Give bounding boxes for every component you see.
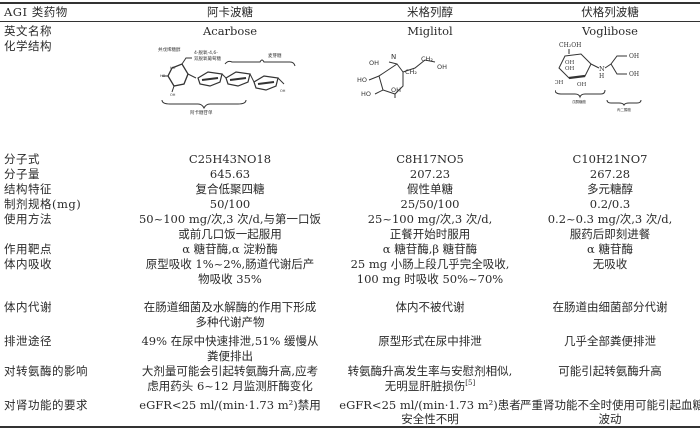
row-label-absorption: 体内吸收 [4, 257, 52, 271]
row-label-chemical-structure: 化学结构 [4, 39, 52, 53]
cell-acarbose-absorption-line2: 物吸收 35% [198, 272, 262, 286]
cell-voglibose-english: Voglibose [582, 24, 638, 38]
cell-voglibose-renal-line2: 波动 [598, 412, 622, 426]
cell-acarbose-transaminase-line1: 大剂量可能会引起转氨酶升高,应考 [141, 364, 319, 378]
cell-acarbose-usage-line1: 50~100 mg/次,3 次/d,与第一口饭 [138, 212, 322, 226]
header-label: AGI 类药物 [4, 5, 68, 19]
svg-text:4-脱氧-4,6-: 4-脱氧-4,6- [194, 49, 218, 56]
svg-text:麦芽糖: 麦芽糖 [268, 52, 282, 59]
cell-miglitol-dosage: 25/50/100 [400, 197, 460, 211]
svg-text:戊酮糖胺: 戊酮糖胺 [572, 99, 586, 104]
svg-text:OH: OH [565, 60, 575, 66]
svg-text:HO: HO [160, 74, 166, 78]
row-label-renal-requirement: 对肾功能的要求 [4, 398, 88, 412]
svg-text:CH₂: CH₂ [405, 68, 417, 76]
cell-acarbose-transaminase-line2: 虑用药头 6~12 月监测肝酶变化 [147, 379, 313, 393]
cell-miglitol-target: α 糖苷酶,β 糖苷酶 [382, 242, 478, 256]
row-label-target: 作用靶点 [4, 242, 52, 256]
cell-acarbose-english: Acarbose [202, 24, 258, 38]
svg-text:OH: OH [369, 59, 379, 67]
citation-reference: [5] [465, 379, 476, 388]
row-label-structural-feature: 结构特征 [4, 182, 52, 196]
svg-text:OH: OH [391, 86, 401, 94]
cell-acarbose-formula: C25H43NO18 [188, 152, 272, 166]
cell-acarbose-usage-line2: 或前几口饭一起服用 [178, 227, 282, 241]
cell-voglibose-transaminase: 可能引起转氨酶升高 [558, 364, 662, 378]
cell-acarbose-feature: 复合低聚四糖 [195, 182, 265, 196]
cell-voglibose-usage-line1: 0.2~0.3 mg/次,3 次/d, [547, 212, 673, 226]
cell-miglitol-absorption-line2: 100 mg 时吸收 50%~70% [356, 272, 504, 286]
cell-acarbose-target: α 糖苷酶,α 淀粉酶 [182, 242, 278, 256]
cell-miglitol-usage-line1: 25~100 mg/次,3 次/d, [367, 212, 493, 226]
svg-text:双脱氧葡萄糖: 双脱氧葡萄糖 [194, 55, 221, 62]
cell-voglibose-usage-line2: 服药后即刻进餐 [569, 227, 651, 241]
svg-text:HO: HO [357, 76, 367, 84]
svg-text:OH: OH [555, 80, 564, 86]
row-label-metabolism: 体内代谢 [4, 300, 52, 314]
miglitol-structure-image: N OH CH₂ CH₂ OH HO HO OH [355, 50, 470, 110]
svg-text:N: N [391, 53, 396, 61]
svg-text:HO: HO [170, 66, 176, 70]
svg-text:CH₂: CH₂ [421, 55, 433, 63]
row-label-dosage-spec: 制剂规格(mg) [4, 197, 82, 211]
cell-miglitol-metabolism: 体内不被代谢 [395, 300, 465, 314]
cell-voglibose-formula: C10H21NO7 [572, 152, 648, 166]
svg-text:OH: OH [170, 93, 176, 97]
cell-miglitol-weight: 207.23 [409, 167, 451, 181]
svg-text:OH: OH [437, 63, 447, 71]
svg-text:丙二醇胺: 丙二醇胺 [617, 107, 631, 112]
svg-text:OH: OH [577, 82, 587, 88]
cell-miglitol-usage-line2: 正餐开始时服用 [389, 227, 471, 241]
svg-text:OH: OH [629, 53, 639, 60]
svg-text:N: N [599, 65, 605, 73]
cell-voglibose-metabolism: 在肠道由细菌部分代谢 [552, 300, 668, 314]
header-voglibose: 伏格列波糖 [581, 5, 639, 19]
cell-voglibose-weight: 267.28 [589, 167, 631, 181]
row-label-molecular-formula: 分子式 [4, 152, 40, 166]
svg-text:阿卡糖苷单: 阿卡糖苷单 [190, 109, 213, 116]
cell-acarbose-metabolism-line2: 多种代谢产物 [195, 315, 265, 329]
header-acarbose: 阿卡波糖 [207, 5, 253, 19]
cell-acarbose-dosage: 50/100 [209, 197, 251, 211]
header-miglitol: 米格列醇 [407, 5, 453, 19]
cell-miglitol-transaminase-line2: 无明显肝脏损伤[5] [384, 379, 476, 393]
cell-acarbose-excretion-line1: 49% 在尿中快速排泄,51% 缓慢从 [141, 334, 319, 348]
row-label-usage: 使用方法 [4, 212, 52, 226]
svg-text:H: H [599, 73, 604, 80]
cell-miglitol-formula: C8H17NO5 [396, 152, 464, 166]
cell-miglitol-renal-line2: 安全性不明 [401, 412, 459, 426]
svg-text:OH: OH [629, 71, 639, 78]
table-bottom-rule [0, 426, 700, 428]
svg-text:HO: HO [361, 90, 371, 98]
table-header-rule [0, 21, 700, 22]
cell-acarbose-absorption-line1: 原型吸收 1%~2%,肠道代谢后产 [145, 257, 315, 271]
svg-text:OH: OH [565, 66, 575, 72]
cell-miglitol-absorption-line1: 25 mg 小肠上段几乎完全吸收, [350, 257, 510, 271]
row-label-excretion: 排泄途径 [4, 334, 52, 348]
voglibose-structure-image: CH₂OH N H OH OH OH OH OH OH 戊酮糖胺 丙二醇胺 [555, 40, 685, 112]
acarbose-structure-image: 并戊烯糖醇 4-脱氧-4,6- 双脱氧葡萄糖 麦芽糖 HO HO OH [150, 44, 320, 116]
cell-miglitol-feature: 假性单糖 [407, 182, 453, 196]
cell-voglibose-feature: 多元糖醇 [587, 182, 633, 196]
row-label-molecular-weight: 分子量 [4, 167, 40, 181]
row-label-transaminase: 对转氨酶的影响 [4, 364, 88, 378]
cell-voglibose-renal-line1: 严重肾功能不全时使用可能引起血糖 [520, 398, 700, 412]
cell-acarbose-metabolism-line1: 在肠道细菌及水解酶的作用下形成 [143, 300, 317, 314]
cell-miglitol-excretion: 原型形式在尿中排泄 [378, 334, 482, 348]
cell-voglibose-dosage: 0.2/0.3 [589, 197, 631, 211]
cell-voglibose-target: α 糖苷酶 [587, 242, 633, 256]
svg-text:并戊烯糖醇: 并戊烯糖醇 [158, 46, 181, 53]
svg-text:OH: OH [280, 89, 286, 93]
cell-acarbose-renal: eGFR<25 ml/(min·1.73 m²)禁用 [139, 398, 321, 412]
row-label-english-name: 英文名称 [4, 24, 52, 38]
svg-text:CH₂OH: CH₂OH [559, 42, 581, 49]
cell-miglitol-transaminase-line1: 转氨酶升高发生率与安慰剂相似, [347, 364, 513, 378]
table-top-rule [0, 2, 700, 4]
cell-voglibose-excretion: 几乎全部粪便排泄 [564, 334, 656, 348]
cell-miglitol-english: Miglitol [407, 24, 453, 38]
cell-miglitol-renal-line1: eGFR<25 ml/(min·1.73 m²)患者 [339, 398, 521, 412]
cell-acarbose-weight: 645.63 [209, 167, 251, 181]
cell-voglibose-absorption: 无吸收 [592, 257, 628, 271]
cell-acarbose-excretion-line2: 粪便排出 [207, 349, 253, 363]
